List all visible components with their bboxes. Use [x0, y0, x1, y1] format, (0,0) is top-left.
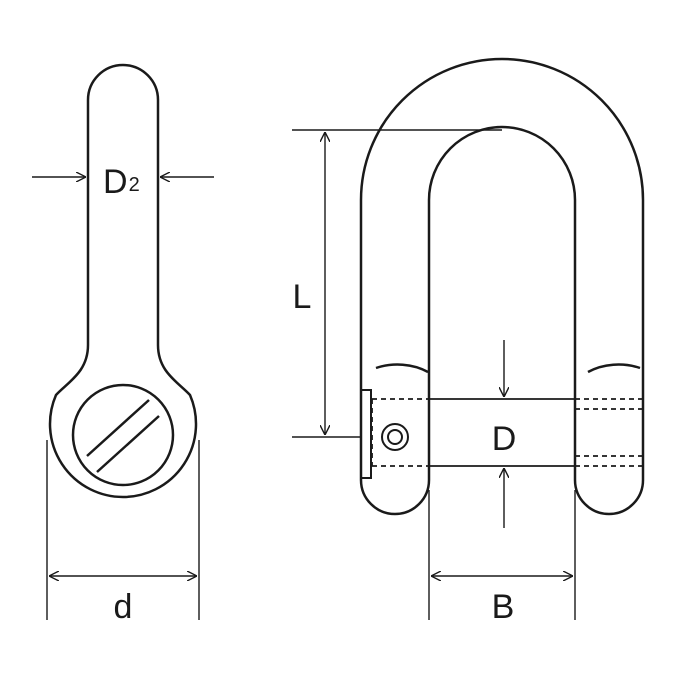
slot-line-2: [96, 415, 160, 473]
pin-head: [360, 389, 372, 479]
left-lug: [359, 390, 431, 516]
left-lug-top: [375, 363, 429, 374]
label-l: L: [293, 278, 312, 316]
right-lug-top: [587, 363, 641, 374]
label-b: B: [492, 588, 515, 626]
pin-body: [371, 398, 643, 467]
slot-line-1: [86, 399, 150, 457]
dimension-b: [428, 490, 576, 620]
label-body-d: D: [492, 420, 517, 458]
right-lug: [573, 390, 645, 516]
cotter-hole-inner: [387, 429, 403, 445]
pin-side-view: [48, 63, 198, 499]
label-d2: D2: [103, 163, 140, 201]
shackle-body: [359, 57, 645, 390]
label-d: d: [114, 588, 133, 626]
dimension-l: [292, 129, 502, 438]
eye-hole: [71, 383, 175, 487]
dimension-d: [46, 440, 200, 620]
cotter-hole-outer: [381, 423, 409, 451]
shackle-front-view: [359, 57, 645, 516]
pin-outline: [48, 63, 198, 499]
